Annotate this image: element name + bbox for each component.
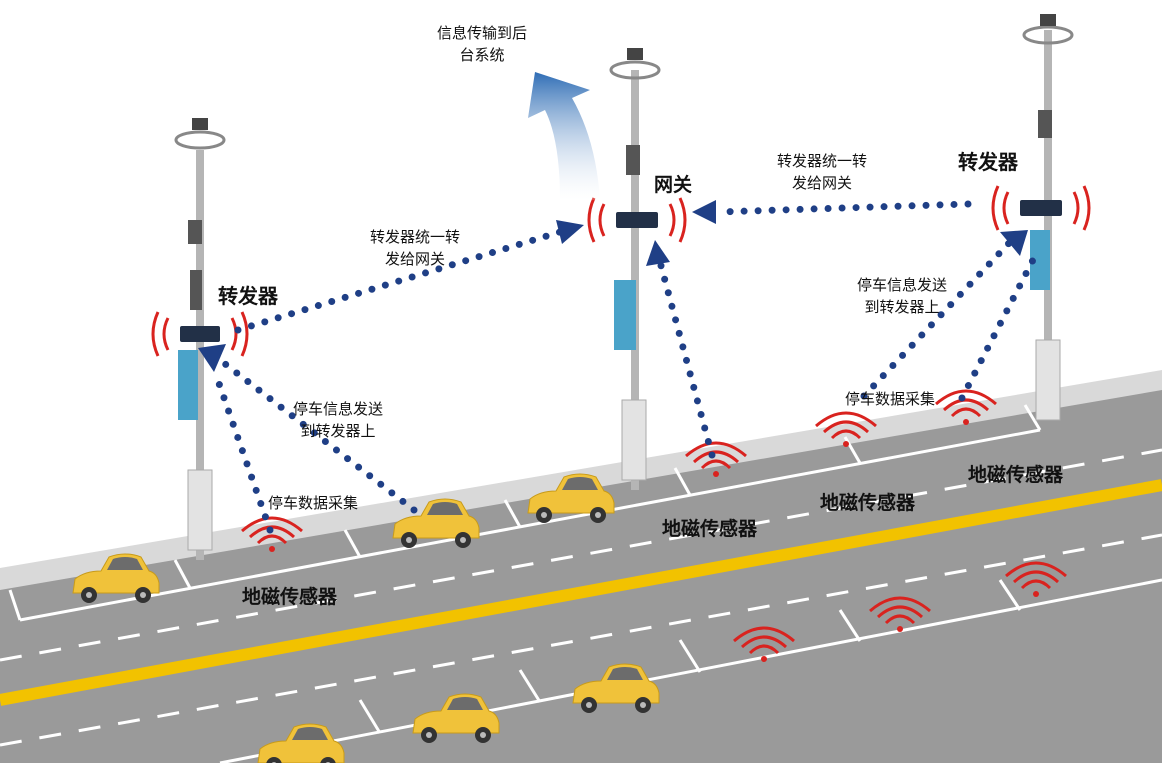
send-label-left: 停车信息发送到转发器上 [292, 400, 383, 440]
pole-middle [609, 48, 661, 490]
device-signals [151, 185, 1091, 357]
road [0, 370, 1162, 763]
pole-left [174, 118, 226, 560]
repeater-label-right: 转发器 [958, 150, 1018, 174]
pole-right [1020, 14, 1074, 421]
upload-arrow-icon [528, 72, 600, 200]
sensor-label-4: 地磁传感器 [968, 464, 1064, 486]
sensor-label-2: 地磁传感器 [662, 518, 758, 540]
send-label-right: 停车信息发送到转发器上 [856, 276, 947, 316]
dotted-paths [211, 200, 1038, 534]
gateway-label: 网关 [654, 174, 693, 196]
unify-label-right: 转发器统一转发给网关 [776, 152, 867, 192]
collect-label-right: 停车数据采集 [845, 390, 936, 408]
sensor-label-3: 地磁传感器 [820, 492, 916, 514]
sensor-label-1: 地磁传感器 [242, 586, 338, 608]
path-arrowheads [198, 200, 1028, 372]
collect-label-left: 停车数据采集 [268, 494, 359, 512]
backend-label: 信息传输到后台系统 [436, 24, 527, 64]
unify-label-left: 转发器统一转发给网关 [369, 228, 460, 268]
repeater-label-left: 转发器 [218, 284, 278, 308]
